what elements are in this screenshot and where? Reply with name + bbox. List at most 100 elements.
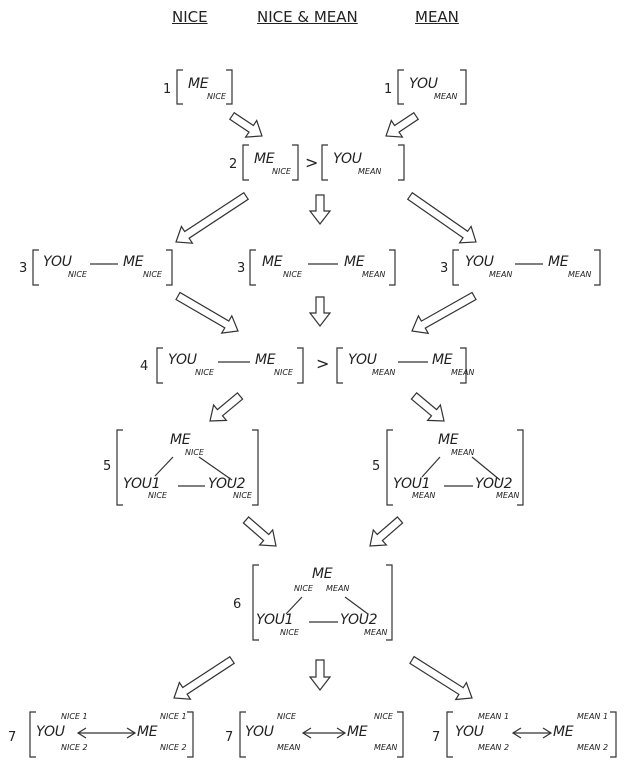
hollow-arrow-icon: [409, 655, 473, 701]
term-you: YOU: [168, 352, 197, 368]
term-you: YOU: [245, 724, 274, 740]
close-bracket: [460, 69, 467, 105]
close-bracket: [610, 711, 617, 758]
sub-mean: MEAN: [412, 491, 436, 500]
hollow-arrow-icon: [175, 191, 250, 244]
connector-line: [471, 456, 501, 481]
sub-nice: NICE: [233, 491, 252, 500]
sub-mean: MEAN: [489, 270, 513, 279]
header-nice-and-mean: NICE & MEAN: [257, 8, 358, 26]
open-bracket: [116, 429, 123, 506]
open-bracket: [452, 249, 459, 286]
open-bracket: [156, 347, 163, 384]
open-bracket: [239, 711, 246, 758]
sub-nice: NICE: [195, 368, 214, 377]
sub-mean: MEAN: [451, 448, 475, 457]
term-you: YOU: [348, 352, 377, 368]
close-bracket: [252, 429, 259, 506]
step-number: 1: [163, 82, 172, 97]
close-bracket: [166, 249, 173, 286]
close-bracket: [292, 144, 299, 181]
step-number: 6: [233, 597, 242, 612]
term-you1: YOU1: [123, 476, 161, 492]
hollow-arrow-icon: [411, 291, 477, 335]
open-bracket: [336, 347, 343, 384]
connector-line: [344, 596, 369, 615]
sub-nice: NICE: [185, 448, 204, 457]
header-mean: MEAN: [415, 8, 459, 26]
open-bracket: [446, 711, 453, 758]
sub-mean: MEAN: [358, 167, 382, 176]
open-bracket: [29, 711, 36, 758]
open-bracket: [249, 249, 256, 286]
hollow-arrow-icon: [308, 194, 332, 225]
term-me: ME: [438, 432, 459, 448]
term-me: ME: [123, 254, 144, 270]
term-you: YOU: [36, 724, 65, 740]
sub-mean-2: MEAN 2: [478, 743, 510, 752]
open-bracket: [242, 144, 249, 181]
close-bracket: [594, 249, 601, 286]
sub-mean: MEAN: [372, 368, 396, 377]
term-you: YOU: [333, 151, 362, 167]
hollow-arrow-icon: [175, 291, 239, 334]
term-me: ME: [553, 724, 574, 740]
term-me: ME: [312, 566, 333, 582]
close-bracket: [460, 347, 467, 384]
term-you: YOU: [465, 254, 494, 270]
step-number: 3: [440, 261, 449, 276]
hollow-arrow-icon: [308, 296, 332, 327]
arrowhead-left: [301, 727, 312, 739]
step-number: 2: [229, 157, 238, 172]
sub-mean: MEAN: [496, 491, 520, 500]
open-bracket: [176, 69, 183, 105]
sub-mean: MEAN: [277, 743, 301, 752]
term-you1: YOU1: [393, 476, 431, 492]
step-number: 5: [372, 459, 381, 474]
sub-nice: NICE: [294, 584, 313, 593]
open-bracket: [32, 249, 39, 286]
connector-line: [198, 456, 233, 481]
sup-nice-1: NICE 1: [160, 712, 187, 721]
close-bracket: [187, 711, 194, 758]
hollow-arrow-icon: [410, 392, 445, 422]
sub-nice-2: NICE 2: [61, 743, 88, 752]
sub-nice: NICE: [280, 628, 299, 637]
sub-nice: NICE: [274, 368, 293, 377]
arrowhead-right: [336, 727, 347, 739]
close-bracket: [297, 347, 304, 384]
step-number: 3: [19, 261, 28, 276]
term-me: ME: [344, 254, 365, 270]
term-you: YOU: [43, 254, 72, 270]
connector-line: [154, 456, 174, 477]
sub-mean: MEAN: [364, 628, 388, 637]
hollow-arrow-icon: [242, 516, 277, 547]
hollow-arrow-icon: [173, 655, 236, 700]
arrowhead-left: [76, 727, 87, 739]
step-number: 7: [225, 730, 234, 745]
header-nice: NICE: [172, 8, 208, 26]
hollow-arrow-icon: [385, 111, 420, 138]
connector-line: [421, 456, 441, 478]
close-bracket: [398, 144, 405, 181]
sub-mean: MEAN: [434, 92, 458, 101]
sub-nice: NICE: [283, 270, 302, 279]
close-bracket: [226, 69, 233, 105]
close-bracket: [389, 249, 396, 286]
term-me: ME: [254, 151, 275, 167]
hollow-arrow-icon: [308, 659, 332, 691]
sub-nice: NICE: [207, 92, 226, 101]
arrowhead-right: [126, 727, 137, 739]
sub-nice: NICE: [143, 270, 162, 279]
arrowhead-right: [542, 727, 553, 739]
term-me: ME: [347, 724, 368, 740]
arrowhead-left: [511, 727, 522, 739]
hollow-arrow-icon: [228, 111, 263, 138]
term-me: ME: [188, 76, 209, 92]
hollow-arrow-icon: [369, 516, 404, 547]
sup-nice: NICE: [374, 712, 393, 721]
sub-nice: NICE: [148, 491, 167, 500]
sub-mean: MEAN: [362, 270, 386, 279]
